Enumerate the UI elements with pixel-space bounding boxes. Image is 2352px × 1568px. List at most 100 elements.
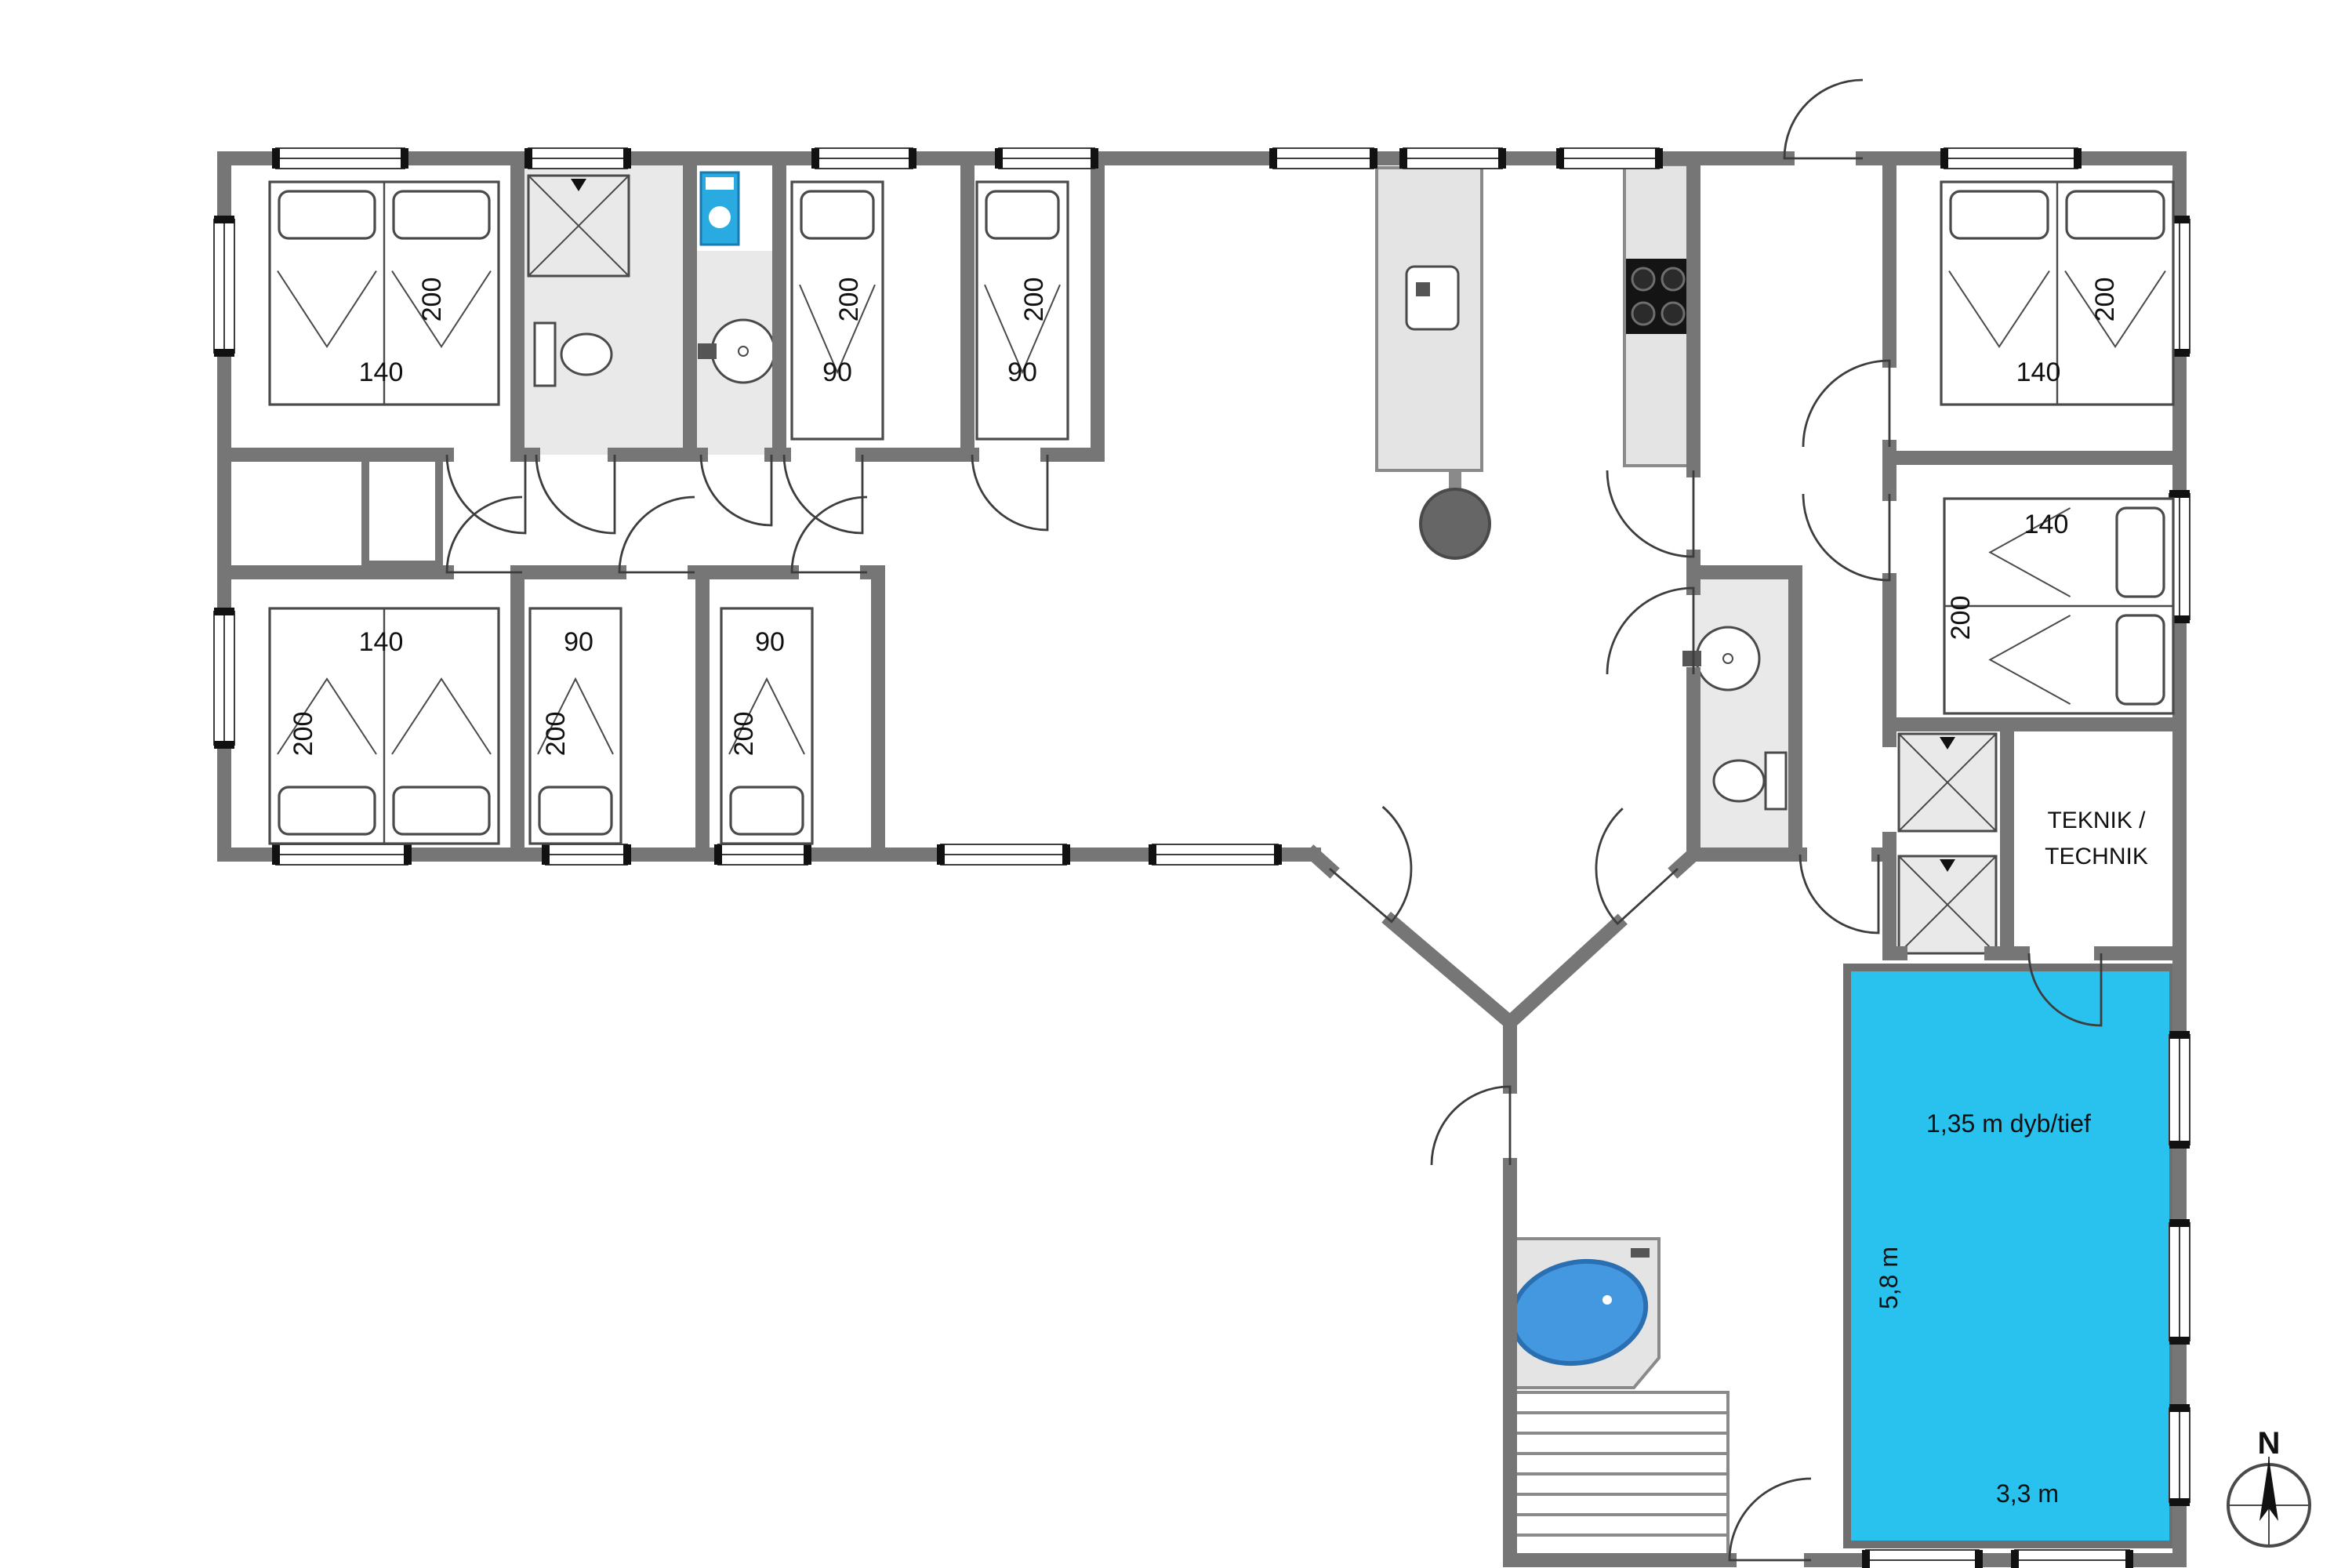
window-post	[404, 844, 412, 865]
door-arc	[782, 454, 864, 535]
label-bed-tl-width: 140	[359, 358, 404, 387]
window-post	[1862, 1550, 1870, 1568]
door-arc	[1802, 493, 1891, 582]
window	[1940, 147, 2082, 169]
window-post	[2169, 1219, 2190, 1227]
window-post	[714, 844, 722, 865]
door-arc	[699, 454, 773, 527]
label-bed-b3-width: 90	[755, 627, 785, 657]
window	[937, 844, 1070, 866]
window-post	[2125, 1550, 2133, 1568]
burner	[1631, 267, 1656, 292]
burner	[1661, 267, 1686, 292]
door-arc	[1606, 470, 1695, 558]
window-post	[1556, 148, 1564, 169]
window-post	[542, 844, 550, 865]
window	[272, 844, 412, 866]
window	[2169, 1404, 2190, 1506]
double-bed	[268, 607, 500, 845]
door-arc	[790, 495, 868, 574]
label-bed-t2-length: 200	[834, 278, 864, 322]
door-arc	[1728, 1477, 1812, 1562]
window-post	[937, 844, 945, 865]
duvet-fold	[391, 677, 492, 755]
window-post	[2169, 1141, 2190, 1149]
label-bed-t3-length: 200	[1019, 278, 1049, 322]
toilet	[1712, 751, 1788, 811]
window-post	[2169, 490, 2190, 498]
label-teknik-line2: TECHNIK	[2045, 844, 2148, 869]
beds	[268, 180, 2175, 845]
kitchen-tap	[1416, 282, 1430, 296]
window	[2011, 1549, 2133, 1568]
window-post	[1498, 148, 1506, 169]
label-bed-t3-width: 90	[1007, 358, 1037, 387]
label-bed-t2-width: 90	[822, 358, 852, 387]
compass-needle	[2259, 1458, 2278, 1521]
burner	[1631, 301, 1656, 326]
washer-door	[709, 206, 731, 229]
door-arc	[1606, 586, 1695, 675]
window-post	[214, 349, 234, 357]
window-post	[1975, 1550, 1983, 1568]
window	[995, 147, 1098, 169]
pillow	[392, 786, 491, 836]
door-arc	[1595, 808, 1679, 926]
pillow	[2065, 190, 2165, 240]
doors	[445, 78, 2103, 1562]
toilet-tank	[1764, 751, 1788, 811]
window	[1862, 1549, 1983, 1568]
window-post	[272, 844, 280, 865]
window	[2169, 1219, 2190, 1345]
window-post	[1399, 148, 1407, 169]
label-bed-mr-length: 200	[1946, 596, 1976, 641]
window-post	[401, 148, 408, 169]
label-bed-b3-length: 200	[729, 712, 759, 757]
basin-drain	[738, 346, 749, 357]
window	[1556, 147, 1663, 169]
duvet-fold	[984, 284, 1061, 375]
single-bed	[975, 180, 1069, 441]
window-post	[1655, 148, 1663, 169]
duvet-fold	[391, 270, 492, 348]
window	[811, 147, 916, 169]
double-bed	[1940, 180, 2175, 406]
window-post	[2169, 349, 2190, 357]
door-arc	[1329, 805, 1413, 924]
window	[1399, 147, 1506, 169]
window-post	[1940, 148, 1948, 169]
window-post	[2169, 1337, 2190, 1345]
basin-tap	[1682, 651, 1701, 666]
shower-cross	[1898, 855, 1997, 954]
window	[2169, 1031, 2190, 1149]
window-post	[272, 148, 280, 169]
window-post	[1091, 148, 1098, 169]
pillow	[800, 190, 875, 240]
window	[542, 844, 631, 866]
shower	[1897, 732, 1998, 833]
window-post	[811, 148, 819, 169]
label-pool-depth: 1,35 m dyb/tief	[1926, 1109, 2091, 1138]
duvet-fold	[1988, 507, 2071, 597]
toilet	[533, 321, 613, 387]
shower-drain	[1940, 859, 1955, 872]
label-bed-b2-width: 90	[564, 627, 593, 657]
window-frame	[2014, 1549, 2130, 1568]
label-teknik-line1: TEKNIK /	[2047, 808, 2146, 833]
window-post	[1062, 844, 1070, 865]
door-arc	[1798, 854, 1880, 935]
pillow	[729, 786, 804, 836]
window-post	[1149, 844, 1156, 865]
closet	[361, 448, 443, 568]
walls	[217, 151, 2187, 1567]
window-frame	[1865, 1549, 1980, 1568]
window-post	[2011, 1550, 2019, 1568]
toilet-tank	[533, 321, 557, 387]
duvet-fold	[537, 677, 614, 755]
pillow	[2115, 506, 2165, 598]
window	[714, 844, 811, 866]
door-arc	[1802, 359, 1891, 448]
door-arc	[1783, 78, 1864, 160]
window-post	[623, 148, 631, 169]
window-post	[2169, 216, 2190, 223]
